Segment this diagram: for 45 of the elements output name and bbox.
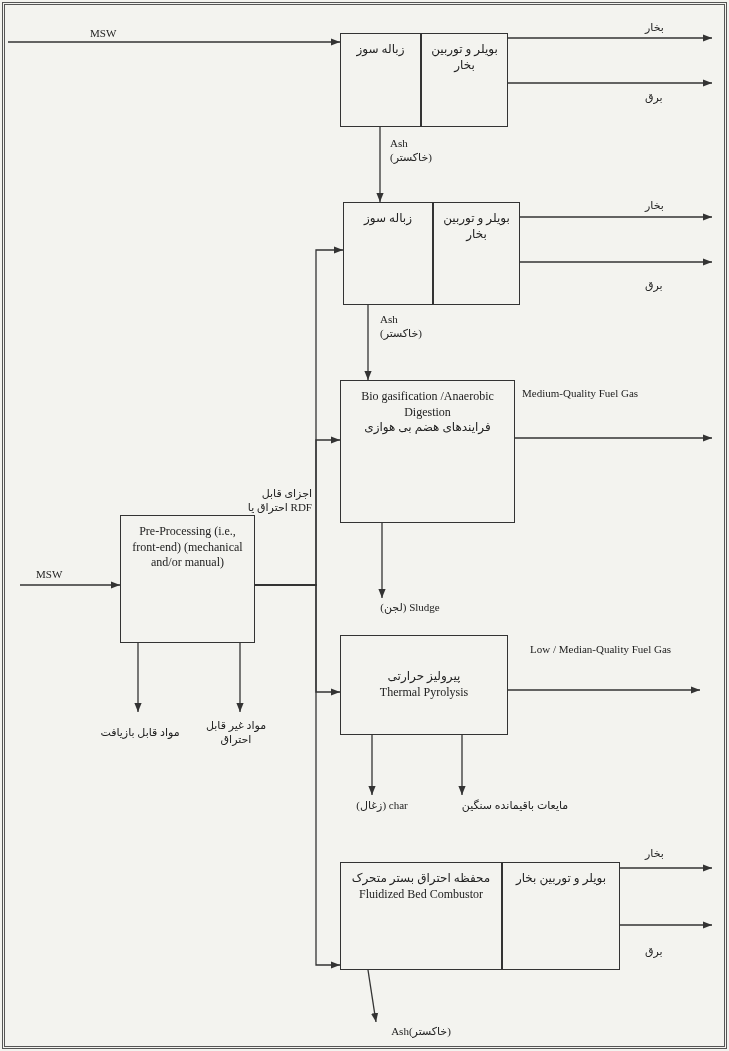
process-label: بویلر و توربین بخار	[442, 211, 511, 243]
process-label: فرایندهای هضم بی هوازی	[364, 420, 491, 436]
process-label: پیرولیز حرارتی	[387, 669, 461, 685]
output-text: مایعات باقیمانده سنگین	[440, 795, 590, 815]
process-label: Pre-Processing (i.e., front-end) (mechanical and/or manual)	[131, 524, 244, 571]
process-label: زباله سوز	[356, 42, 405, 58]
output-text: مواد قابل بازیافت	[100, 712, 180, 752]
output-text: مواد غیر قابل احتراق	[196, 712, 276, 752]
process-box	[340, 33, 421, 127]
arrow	[519, 213, 713, 221]
arrow	[19, 581, 121, 589]
arrow	[236, 642, 244, 713]
process-box	[340, 380, 515, 523]
arrow	[458, 734, 466, 796]
arrow	[619, 921, 713, 929]
arrow	[619, 864, 713, 872]
process-label: Fluidized Bed Combustor	[359, 886, 483, 903]
process-box	[340, 635, 508, 735]
arrow	[378, 522, 386, 599]
arrow	[134, 642, 142, 713]
process-label: زباله سوز	[364, 211, 412, 227]
arrow	[367, 969, 379, 1023]
arrow	[7, 38, 341, 46]
process-label: بویلر و توربین بخار	[515, 871, 607, 887]
process-box	[433, 202, 520, 305]
process-box	[120, 515, 255, 643]
arrow	[507, 686, 701, 694]
process-label: Thermal Pyrolysis	[379, 685, 469, 701]
arrow	[376, 126, 384, 203]
output-text: (زغال) char	[332, 795, 432, 815]
process-label: بویلر و توربین بخار	[430, 42, 499, 74]
process-box	[340, 862, 502, 970]
process-box	[502, 862, 620, 970]
arrow	[514, 434, 713, 442]
output-text: Ash(خاکستر)	[376, 1022, 466, 1040]
arrow	[507, 79, 713, 87]
process-label: محفظه احتراق بستر متحرک	[351, 871, 491, 887]
arrow	[364, 304, 372, 381]
process-box	[343, 202, 433, 305]
output-text: (لجن) Sludge	[358, 598, 462, 616]
process-label: Bio gasification /Anaerobic Digestion	[360, 389, 495, 421]
process-box	[421, 33, 508, 127]
arrow	[519, 258, 713, 266]
arrow	[368, 734, 376, 796]
arrow	[507, 34, 713, 42]
